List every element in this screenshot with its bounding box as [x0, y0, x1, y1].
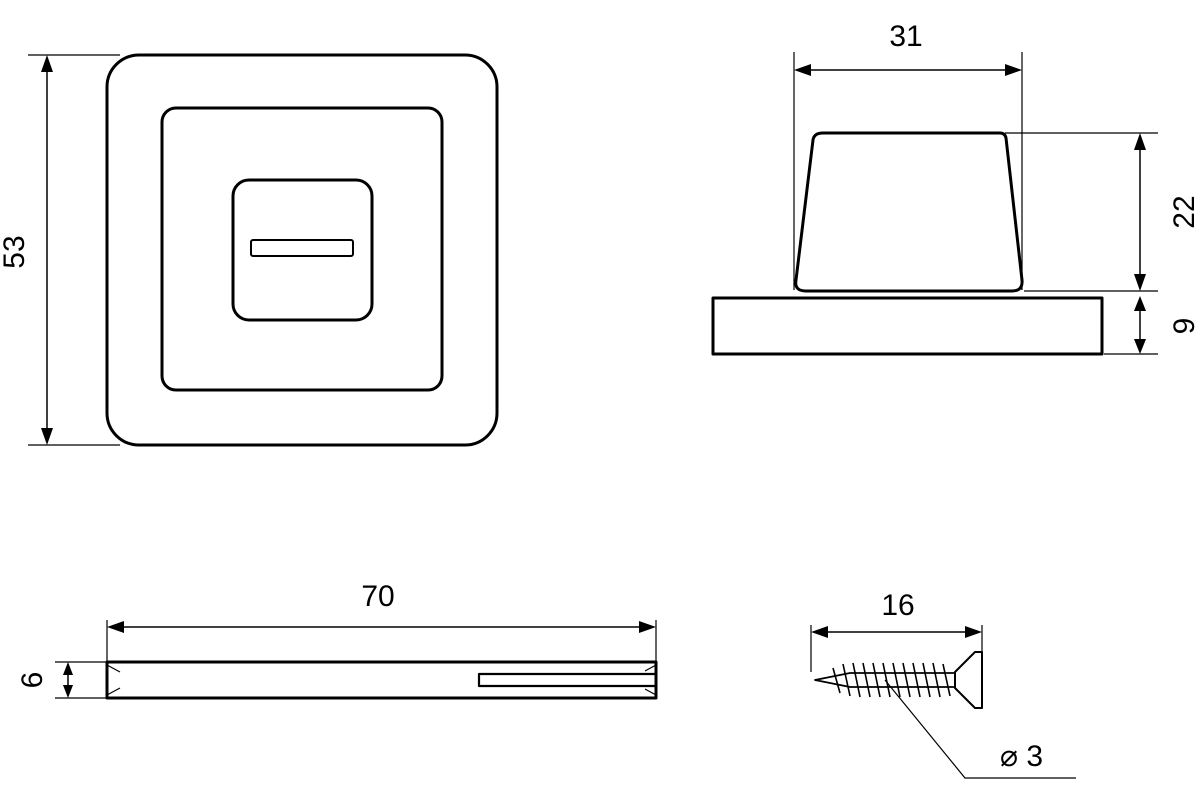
dimension-knob-height: 22 — [1005, 132, 1200, 292]
spindle-view — [105, 660, 658, 700]
dimension-knob-width: 31 — [793, 20, 1023, 290]
dimension-label-9: 9 — [1168, 318, 1200, 335]
knob-side-view — [711, 131, 1104, 356]
dimension-label-53: 53 — [0, 235, 31, 268]
rosette-outer-plate — [105, 53, 499, 447]
spindle-bar — [105, 660, 658, 700]
knob-slot — [250, 239, 354, 257]
dimension-spindle-length: 70 — [106, 580, 657, 662]
rosette-front-view — [105, 53, 499, 447]
dimension-label-6: 6 — [16, 672, 49, 689]
screw-thread — [832, 662, 951, 698]
screw-head — [954, 651, 983, 709]
dimension-screw-length: 16 — [810, 589, 983, 672]
dimension-label-31: 31 — [889, 20, 922, 53]
knob-base — [711, 296, 1104, 356]
dimension-label-70: 70 — [361, 580, 394, 613]
dimension-label-16: 16 — [881, 589, 914, 622]
screw-diameter-leader: ⌀ 3 — [884, 679, 1076, 779]
knob-body — [794, 131, 1024, 293]
dimension-base-height: 9 — [1104, 296, 1200, 355]
dimension-spindle-thickness: 6 — [16, 661, 107, 699]
rosette-inner-plate — [160, 106, 444, 392]
spindle-slot — [477, 672, 656, 688]
screw-view — [814, 651, 983, 709]
dimension-label-diameter: ⌀ 3 — [1000, 740, 1043, 773]
dimension-label-22: 22 — [1168, 195, 1200, 228]
turn-knob-face — [231, 178, 374, 322]
dimension-rosette-height: 53 — [0, 54, 120, 446]
